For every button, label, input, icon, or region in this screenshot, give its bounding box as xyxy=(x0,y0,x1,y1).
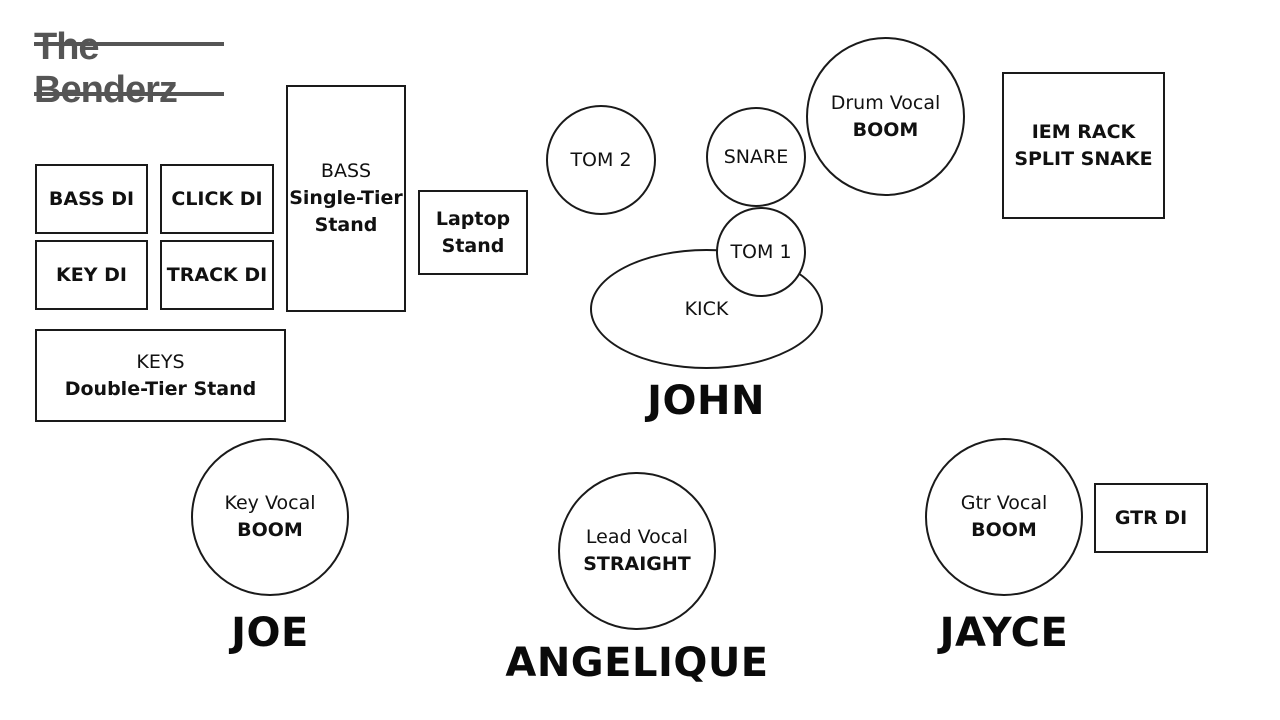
gtr-di-box: GTR DI xyxy=(1094,483,1208,553)
iem-rack-box: IEM RACK SPLIT SNAKE xyxy=(1002,72,1165,219)
keys-stand-box: KEYS Double-Tier Stand xyxy=(35,329,286,422)
tom2-label: TOM 2 xyxy=(570,148,632,171)
lead-vocal-line2: STRAIGHT xyxy=(583,553,691,575)
tom1-label: TOM 1 xyxy=(730,240,792,263)
bass-di-label: BASS DI xyxy=(48,187,135,210)
laptop-stand-box: Laptop Stand xyxy=(418,190,528,275)
iem-rack-line2: SPLIT SNAKE xyxy=(1014,147,1153,170)
click-di-label: CLICK DI xyxy=(171,187,263,210)
track-di-label: TRACK DI xyxy=(166,263,268,286)
gtr-di-label: GTR DI xyxy=(1114,506,1188,529)
bass-stand-line2: Single-Tier xyxy=(289,187,403,209)
tom1-drum: TOM 1 xyxy=(716,207,806,297)
drum-vocal-line2: BOOM xyxy=(852,118,919,141)
key-di-label: KEY DI xyxy=(56,263,127,286)
bass-stand-line1: BASS xyxy=(320,160,372,182)
gtr-vocal-line1: Gtr Vocal xyxy=(960,492,1048,514)
snare-label: SNARE xyxy=(723,145,789,168)
drum-vocal-line1: Drum Vocal xyxy=(830,91,941,114)
lead-vocal-mic: Lead Vocal STRAIGHT xyxy=(558,472,716,630)
band-name: The Benderz xyxy=(34,26,178,111)
laptop-stand-line1: Laptop xyxy=(435,207,511,230)
lead-vocal-line1: Lead Vocal xyxy=(585,526,689,548)
key-di-box: KEY DI xyxy=(35,240,148,310)
click-di-box: CLICK DI xyxy=(160,164,274,234)
musician-john: JOHN xyxy=(647,378,765,424)
gtr-vocal-mic: Gtr Vocal BOOM xyxy=(925,438,1083,596)
key-vocal-line1: Key Vocal xyxy=(224,492,316,514)
bass-stand-line3: Stand xyxy=(314,214,378,236)
musician-jayce: JAYCE xyxy=(939,610,1069,656)
musician-joe: JOE xyxy=(231,610,309,656)
iem-rack-line1: IEM RACK xyxy=(1031,120,1136,143)
keys-stand-line1: KEYS xyxy=(136,350,185,373)
keys-stand-line2: Double-Tier Stand xyxy=(64,377,257,400)
tom2-drum: TOM 2 xyxy=(546,105,656,215)
bass-di-box: BASS DI xyxy=(35,164,148,234)
gtr-vocal-line2: BOOM xyxy=(971,519,1037,541)
laptop-stand-line2: Stand xyxy=(441,234,505,257)
key-vocal-line2: BOOM xyxy=(237,519,303,541)
drum-vocal-mic: Drum Vocal BOOM xyxy=(806,37,965,196)
band-logo: The Benderz xyxy=(34,26,224,111)
track-di-box: TRACK DI xyxy=(160,240,274,310)
musician-angelique: ANGELIQUE xyxy=(505,640,769,686)
snare-drum: SNARE xyxy=(706,107,806,207)
kick-label: KICK xyxy=(684,297,729,320)
bass-stand-box: BASS Single-Tier Stand xyxy=(286,85,406,312)
key-vocal-mic: Key Vocal BOOM xyxy=(191,438,349,596)
